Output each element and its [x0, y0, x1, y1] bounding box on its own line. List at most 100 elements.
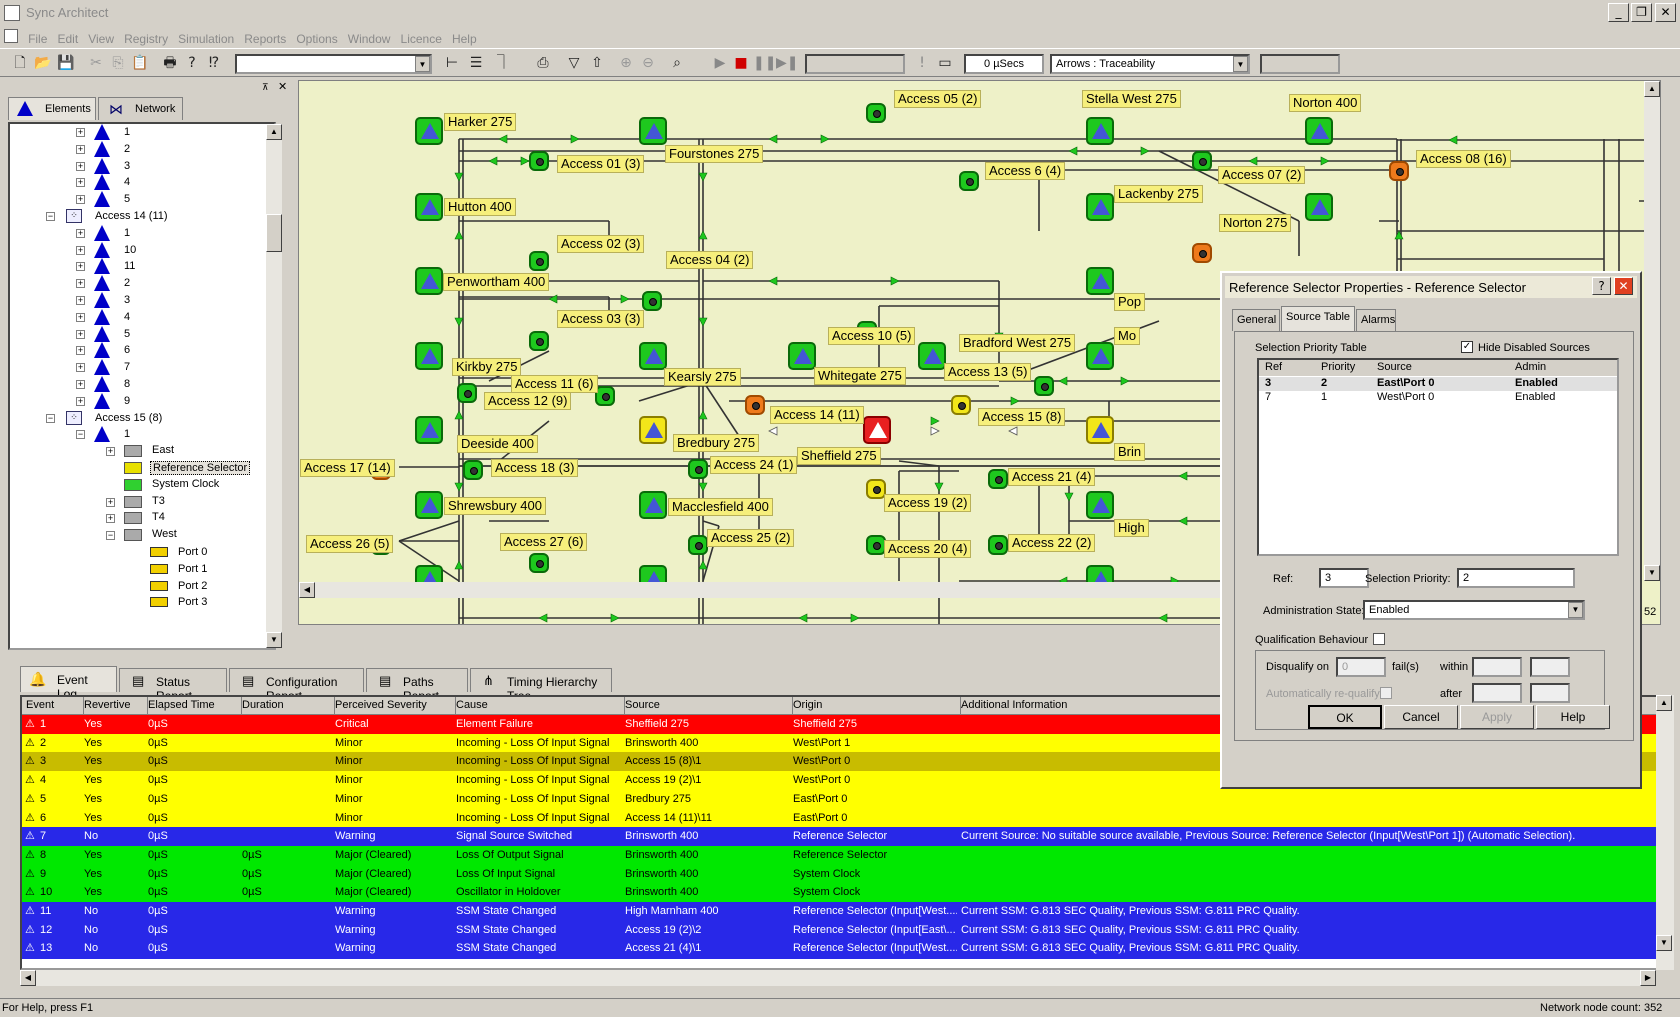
requalify-checkbox[interactable]: [1380, 687, 1392, 699]
node-bredbury-275[interactable]: [639, 416, 667, 444]
tab-source-table[interactable]: Source Table: [1281, 306, 1355, 331]
column-header[interactable]: Event: [22, 697, 84, 715]
upload-icon[interactable]: ⇧: [591, 55, 603, 71]
menu-edit[interactable]: Edit: [57, 32, 79, 46]
binoculars-icon[interactable]: ⌕: [673, 55, 681, 71]
node-kearsly-275[interactable]: [639, 342, 667, 370]
context-help-icon[interactable]: ⁉: [208, 55, 220, 71]
expand-icon[interactable]: +: [76, 127, 85, 137]
node-bradford-west-275[interactable]: [918, 342, 946, 370]
after-unit-select[interactable]: [1530, 683, 1570, 703]
menu-help[interactable]: Help: [451, 32, 477, 46]
access-01[interactable]: [529, 151, 549, 171]
ok-button[interactable]: OK: [1308, 705, 1382, 729]
log-vscrollbar[interactable]: ▲ ▼: [1656, 695, 1674, 970]
table-row[interactable]: 7 1 West\Port 0 Enabled: [1259, 391, 1617, 405]
tree-item[interactable]: Reference Selector: [10, 460, 270, 478]
tree-scrollbar[interactable]: ▲ ▼: [266, 124, 282, 648]
menu-licence[interactable]: Licence: [400, 32, 442, 46]
expand-icon[interactable]: +: [76, 227, 85, 238]
tree-item[interactable]: +7: [10, 359, 270, 377]
access-27[interactable]: [529, 553, 549, 573]
new-icon[interactable]: 🗋: [14, 55, 26, 71]
save-icon[interactable]: 💾: [57, 55, 75, 71]
ref-stepper[interactable]: 3: [1319, 568, 1369, 588]
expand-icon[interactable]: +: [76, 194, 85, 205]
pane-pin-icon[interactable]: ⊼: [262, 82, 269, 92]
canvas-vscrollbar[interactable]: ▲ ▼: [1644, 81, 1660, 581]
node-deeside-400[interactable]: [415, 416, 443, 444]
tab-elements[interactable]: Elements: [8, 97, 96, 120]
tree-item[interactable]: +3: [10, 292, 270, 310]
layout-icon[interactable]: ☰: [469, 55, 483, 71]
scroll-left-icon[interactable]: ◀: [299, 582, 315, 598]
within-stepper[interactable]: [1472, 657, 1522, 677]
expand-icon[interactable]: +: [76, 362, 85, 373]
node-norton-275[interactable]: [1305, 193, 1333, 221]
restore-icon[interactable]: ❐: [1631, 3, 1652, 22]
expand-icon[interactable]: +: [76, 261, 85, 272]
tree-item[interactable]: −West: [10, 527, 270, 545]
arrows-combo[interactable]: Arrows : Traceability▼: [1050, 54, 1250, 74]
tree-item-access15[interactable]: −⁘Access 15 (8): [10, 410, 270, 428]
node-high[interactable]: [1086, 491, 1114, 519]
node-brinsworth[interactable]: [1086, 416, 1114, 444]
element-combo[interactable]: ▼: [235, 54, 432, 74]
tree-item[interactable]: +4: [10, 174, 270, 192]
node-pop[interactable]: [1086, 267, 1114, 295]
expand-icon[interactable]: +: [106, 496, 115, 507]
selection-priority-field[interactable]: 2: [1457, 568, 1575, 588]
tree-item[interactable]: +1: [10, 224, 270, 243]
access-22[interactable]: [988, 535, 1008, 555]
access-orange-top[interactable]: [1192, 243, 1212, 263]
scroll-up-icon[interactable]: ▲: [266, 124, 282, 140]
tab-timing-hierarchy-tree[interactable]: ⋔ Timing Hierarchy Tree: [470, 668, 612, 703]
expand-icon[interactable]: +: [76, 345, 85, 356]
scroll-up-icon[interactable]: ▲: [1644, 81, 1660, 97]
pause-icon[interactable]: ❚❚: [753, 55, 777, 71]
expand-icon[interactable]: +: [76, 177, 85, 188]
tree-item[interactable]: +9: [10, 392, 270, 411]
access-04[interactable]: [642, 291, 662, 311]
printer-icon[interactable]: ⎙: [537, 55, 549, 71]
scroll-up-icon[interactable]: ▲: [1656, 695, 1672, 711]
minimize-icon[interactable]: _: [1608, 3, 1629, 22]
expand-icon[interactable]: +: [106, 446, 115, 457]
paste-icon[interactable]: 📋: [131, 55, 149, 71]
expand-icon[interactable]: −: [106, 530, 115, 541]
window-icon[interactable]: ▭: [938, 55, 952, 71]
tree-icon[interactable]: ⊢: [445, 55, 459, 71]
tab-event-log[interactable]: 🔔 Event Log: [20, 666, 117, 701]
access-03[interactable]: [529, 331, 549, 351]
expand-icon[interactable]: +: [76, 379, 85, 389]
column-header[interactable]: Perceived Severity: [331, 697, 456, 715]
copy-icon[interactable]: ⎘: [112, 55, 124, 71]
expand-icon[interactable]: +: [76, 295, 85, 305]
collapse-icon[interactable]: −: [76, 429, 85, 440]
column-header[interactable]: Elapsed Time: [144, 697, 242, 715]
access-21[interactable]: [988, 469, 1008, 489]
node-shrewsbury-400[interactable]: [415, 491, 443, 519]
scroll-thumb[interactable]: [266, 214, 282, 252]
node-sheffield-275[interactable]: [863, 416, 891, 444]
pane-close-icon[interactable]: ✕: [278, 81, 288, 93]
menu-simulation[interactable]: Simulation: [178, 32, 235, 46]
alert-icon[interactable]: !: [919, 55, 925, 71]
tree-item[interactable]: +East: [10, 443, 270, 461]
tree-item[interactable]: System Clock: [10, 477, 270, 495]
doc-icon[interactable]: [4, 29, 18, 43]
tree-item-port[interactable]: Port 0: [10, 544, 270, 562]
access-08[interactable]: [1389, 161, 1409, 181]
tree-item[interactable]: +2: [10, 140, 270, 159]
tree-item[interactable]: +5: [10, 325, 270, 344]
menu-file[interactable]: File: [28, 32, 48, 46]
column-header[interactable]: Duration: [238, 697, 335, 715]
expand-icon[interactable]: +: [76, 395, 85, 406]
node-macclesfield-400[interactable]: [639, 491, 667, 519]
access-15[interactable]: [951, 395, 971, 415]
